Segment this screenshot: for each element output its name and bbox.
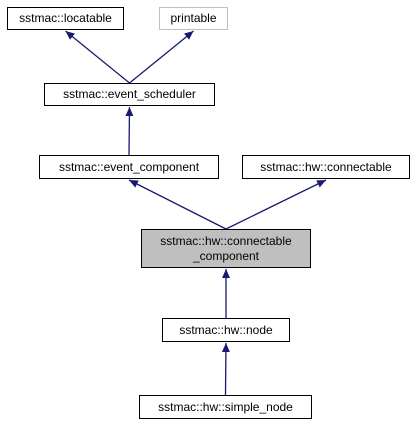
inheritance-edge-event_scheduler-to-printable <box>129 30 194 84</box>
inheritance-edge-connectable_component-to-event_component <box>128 179 227 230</box>
inheritance-edge-event_component-to-event_scheduler <box>125 106 134 156</box>
class-node-label: sstmac::hw::connectable <box>260 159 392 174</box>
class-node-connectable-component: sstmac::hw::connectable _component <box>141 229 311 268</box>
class-node-locatable[interactable]: sstmac::locatable <box>7 7 124 30</box>
inheritance-edge-simple_node-to-node <box>221 342 230 396</box>
class-node-node[interactable]: sstmac::hw::node <box>162 318 290 342</box>
class-node-label: printable <box>170 11 217 25</box>
class-node-label: sstmac::event_scheduler <box>63 87 196 101</box>
class-node-label: sstmac::hw::node <box>179 322 273 337</box>
class-node-label: sstmac::hw::simple_node <box>158 399 293 414</box>
inheritance-edge-event_scheduler-to-locatable <box>65 30 130 84</box>
class-node-label-line1: sstmac::hw::connectable <box>160 233 292 248</box>
class-node-connectable[interactable]: sstmac::hw::connectable <box>242 155 410 179</box>
class-node-label: sstmac::event_component <box>58 159 200 174</box>
class-node-label: sstmac::locatable <box>19 11 112 25</box>
class-node-printable: printable <box>159 7 228 30</box>
class-node-event-scheduler[interactable]: sstmac::event_scheduler <box>44 83 215 106</box>
inheritance-edge-connectable_component-to-connectable <box>225 179 327 230</box>
class-node-event-component[interactable]: sstmac::event_component <box>39 155 219 179</box>
class-node-label-line2: _component <box>192 248 260 263</box>
class-node-simple-node[interactable]: sstmac::hw::simple_node <box>139 395 312 419</box>
class-node-label: sstmac::hw::connectable _component <box>160 234 291 264</box>
